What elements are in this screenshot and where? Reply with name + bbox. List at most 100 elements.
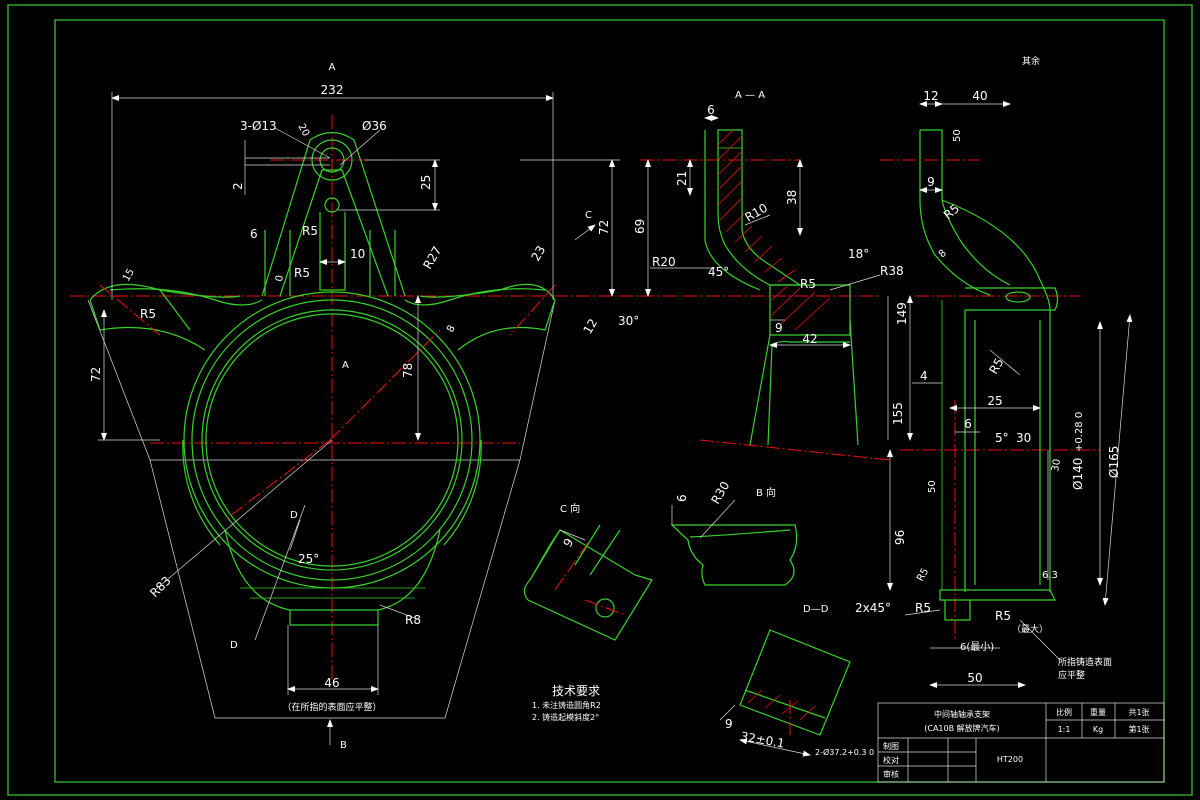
side-dim-40: 40 bbox=[972, 89, 987, 103]
dim-20: 20 bbox=[295, 122, 311, 139]
dim-r27: R27 bbox=[420, 244, 444, 271]
aa-dim-45deg: 45° bbox=[708, 265, 729, 279]
aa-dim-38: 38 bbox=[785, 190, 799, 205]
aa-dim-69: 69 bbox=[633, 219, 647, 234]
tech-req-title: 技术要求 bbox=[552, 684, 600, 698]
inner-frame bbox=[54, 19, 1165, 783]
side-dim-25: 25 bbox=[987, 394, 1002, 408]
aa-dim-r20: R20 bbox=[652, 255, 676, 269]
tech-req-item-2: 2. 铸造起模斜度2° bbox=[532, 712, 599, 722]
tb-scale: 1:1 bbox=[1058, 725, 1071, 734]
section-dd-title: D—D bbox=[803, 604, 829, 615]
dim-d-top: D bbox=[290, 510, 298, 521]
side-dim-8: 8 bbox=[937, 248, 949, 261]
center-mark: A bbox=[342, 360, 349, 371]
view-c-title: C 向 bbox=[560, 502, 580, 515]
side-note-line1: 所指铸造表面 bbox=[1058, 656, 1112, 668]
dim-r8: R8 bbox=[405, 613, 421, 627]
section-aa-title: A — A bbox=[735, 90, 765, 101]
dim-r5-b: R5 bbox=[294, 266, 310, 280]
title-block: 中间轴轴承支架 (CA10B 解放牌汽车) 制图 校对 审核 HT200 比例 … bbox=[877, 702, 1165, 783]
tech-requirements: 技术要求 1. 未注铸造圆角R2 2. 铸造起模斜度2° bbox=[532, 684, 601, 722]
dim-d-bottom: D bbox=[230, 640, 238, 651]
view-b-dim-6: 6 bbox=[675, 494, 689, 502]
side-dim-140-tol: +0.28 0 bbox=[1074, 412, 1085, 452]
aa-dim-6: 6 bbox=[707, 103, 715, 117]
side-dim-6-3: 6.3 bbox=[1042, 570, 1058, 581]
side-view: 其余 12 40 50 9 R5 8 149 R5 4 25 155 6 5° … bbox=[855, 55, 1133, 688]
tb-drawn: 制图 bbox=[883, 741, 899, 751]
dim-r5-c: R5 bbox=[140, 307, 156, 321]
tb-sheets-label: 共1张 bbox=[1128, 708, 1149, 717]
view-b-dim-r30: R30 bbox=[708, 479, 732, 506]
side-dim-r5c: R5 bbox=[915, 566, 931, 583]
view-b-title: B 向 bbox=[756, 486, 776, 499]
dim-3x13: 3-Ø13 bbox=[240, 119, 277, 133]
dim-30deg: 30° bbox=[618, 314, 639, 328]
side-dim-max: （最大） bbox=[1012, 623, 1048, 635]
side-dim-12: 12 bbox=[923, 89, 938, 103]
view-b: B 向 6 R30 bbox=[670, 479, 798, 586]
dd-dim-9: 9 bbox=[725, 717, 733, 731]
dim-6: 6 bbox=[250, 227, 258, 241]
side-dim-50b: 50 bbox=[927, 480, 938, 493]
side-dim-6: 6 bbox=[964, 417, 972, 431]
side-dim-149: 149 bbox=[895, 302, 909, 325]
tb-vehicle: (CA10B 解放牌汽车) bbox=[924, 723, 1000, 733]
side-dim-96: 96 bbox=[893, 530, 907, 545]
tb-approved: 审核 bbox=[883, 769, 899, 779]
side-dim-140: Ø140 bbox=[1071, 458, 1085, 490]
aa-dim-r10: R10 bbox=[743, 201, 770, 225]
dim-72-right: 72 bbox=[597, 220, 611, 235]
dim-12: 12 bbox=[580, 316, 600, 336]
aa-dim-r5: R5 bbox=[800, 277, 816, 291]
side-note-line2: 应平整 bbox=[1058, 669, 1085, 681]
side-dim-30b: 30 bbox=[1050, 458, 1063, 472]
side-dim-5deg: 5° bbox=[995, 431, 1009, 445]
dim-78: 78 bbox=[401, 363, 415, 378]
dim-15: 15 bbox=[121, 267, 137, 284]
roughness-note: 其余 bbox=[1022, 55, 1040, 67]
aa-dim-9: 9 bbox=[775, 321, 783, 335]
side-dim-9: 9 bbox=[927, 175, 935, 189]
view-c: C 向 9 bbox=[523, 502, 653, 641]
tb-checked: 校对 bbox=[883, 755, 899, 765]
dim-46: 46 bbox=[324, 676, 339, 690]
tech-req-item-1: 1. 未注铸造圆角R2 bbox=[532, 700, 601, 710]
side-dim-r5b: R5 bbox=[986, 356, 1006, 377]
dd-dim-32: 32±0.1 bbox=[739, 729, 785, 751]
dim-72-left: 72 bbox=[89, 367, 103, 382]
dim-c-arrow: C bbox=[585, 210, 592, 221]
side-dim-2x45: 2x45° bbox=[855, 601, 891, 615]
dd-dim-2x37: 2-Ø37.2+0.3 0 bbox=[815, 747, 874, 757]
side-dim-155: 155 bbox=[891, 402, 905, 425]
bottom-note: （在所指的表面应平整） bbox=[282, 701, 381, 713]
dim-r5-a: R5 bbox=[302, 224, 318, 238]
side-dim-4: 4 bbox=[920, 369, 928, 383]
side-dim-r5a: R5 bbox=[941, 201, 962, 222]
side-dim-30: 30 bbox=[1016, 431, 1031, 445]
dim-10: 10 bbox=[350, 247, 365, 261]
dim-23: 23 bbox=[528, 243, 548, 263]
section-dd: D—D 9 32±0.1 2-Ø37.2+0.3 0 bbox=[719, 604, 874, 757]
tb-material: HT200 bbox=[997, 755, 1023, 764]
front-view: A A 232 3-Ø13 Ø36 20 2 25 72 6 R5 10 R5 … bbox=[70, 62, 640, 751]
aa-dim-21: 21 bbox=[675, 171, 689, 186]
section-aa: A — A 6 21 69 38 R10 18° R20 45° R5 R38 … bbox=[633, 90, 904, 461]
dim-25: 25 bbox=[419, 175, 433, 190]
outer-frame bbox=[7, 4, 1193, 796]
dim-0: 0 bbox=[274, 274, 286, 282]
side-dim-r5d: R5 bbox=[915, 601, 931, 615]
side-dim-6min: 6(最小) bbox=[960, 641, 994, 653]
aa-dim-42: 42 bbox=[802, 332, 817, 346]
side-dim-50c: 50 bbox=[967, 671, 982, 685]
aa-dim-r38: R38 bbox=[880, 264, 904, 278]
view-mark-top: A bbox=[329, 62, 336, 73]
side-dim-50a: 50 bbox=[952, 129, 963, 142]
dim-25deg: 25° bbox=[298, 552, 319, 566]
tb-weight-label: 重量 bbox=[1090, 707, 1106, 717]
aa-dim-18deg: 18° bbox=[848, 247, 869, 261]
view-mark-bottom: B bbox=[340, 740, 347, 751]
tb-scale-label: 比例 bbox=[1056, 707, 1072, 717]
